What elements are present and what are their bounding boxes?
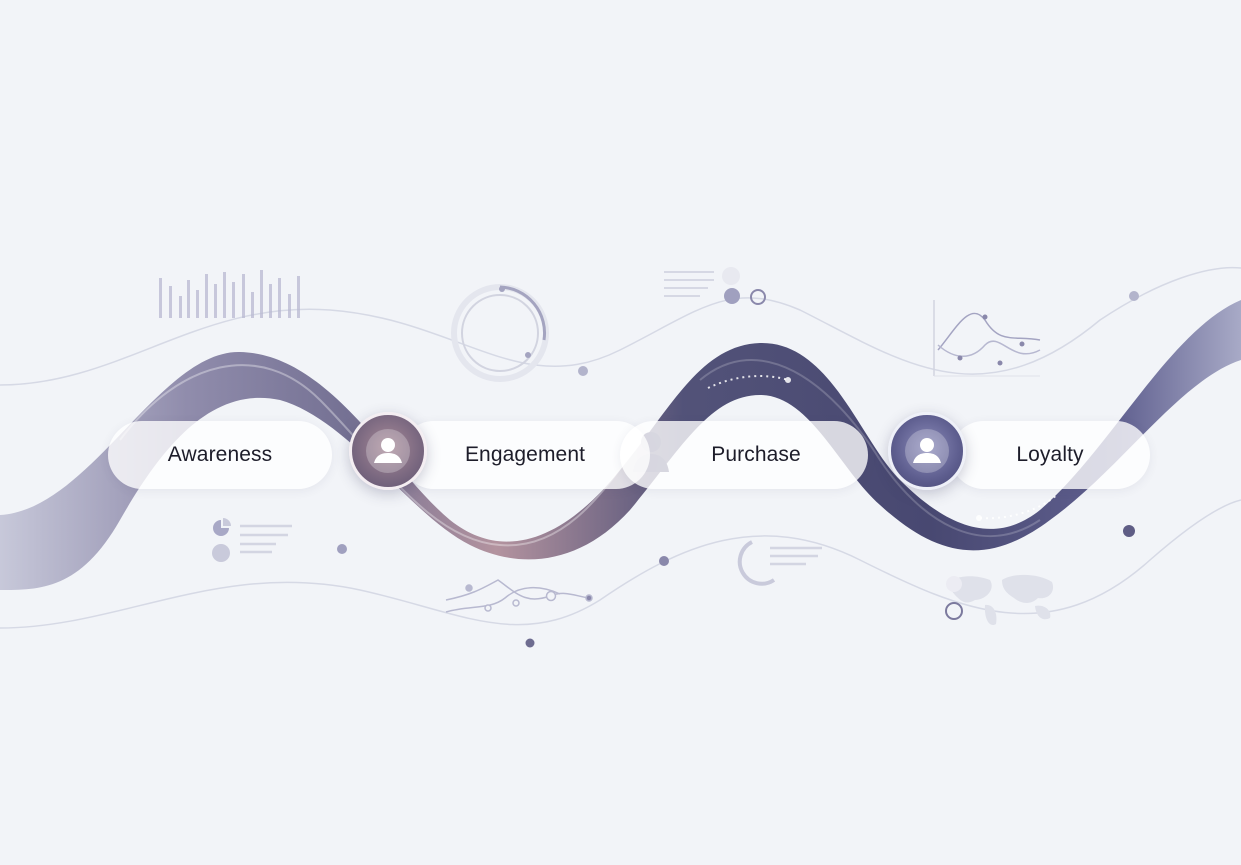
ring-decoration	[451, 284, 549, 382]
wave-highlight-2	[699, 359, 1041, 538]
pie-list-decoration	[212, 518, 292, 562]
stage-pill-purchase: Purchase	[620, 421, 868, 489]
stage-label-purchase: Purchase	[711, 443, 801, 466]
dotted-arc-1	[707, 375, 789, 389]
user-avatar-icon	[888, 412, 966, 490]
wave-ribbon	[0, 300, 1241, 590]
stage-label-engagement: Engagement	[464, 443, 586, 466]
stage-pill-loyalty: Loyalty	[950, 421, 1150, 489]
guide-curve-top	[0, 266, 1241, 386]
stage-pill-engagement: Engagement	[400, 421, 650, 489]
user-avatar-icon	[349, 412, 427, 490]
donut-list-decoration	[737, 540, 822, 586]
stage-pill-awareness: Awareness	[108, 421, 332, 489]
bar-chart-decoration	[159, 270, 300, 318]
guide-curve-bottom	[0, 499, 1241, 629]
stage-label-awareness: Awareness	[167, 443, 273, 466]
stage-label-loyalty: Loyalty	[1016, 443, 1084, 466]
network-decoration	[445, 579, 593, 613]
line-chart-decoration	[933, 300, 1041, 377]
text-lines-decoration	[664, 271, 714, 297]
world-map-decoration	[946, 574, 1054, 626]
